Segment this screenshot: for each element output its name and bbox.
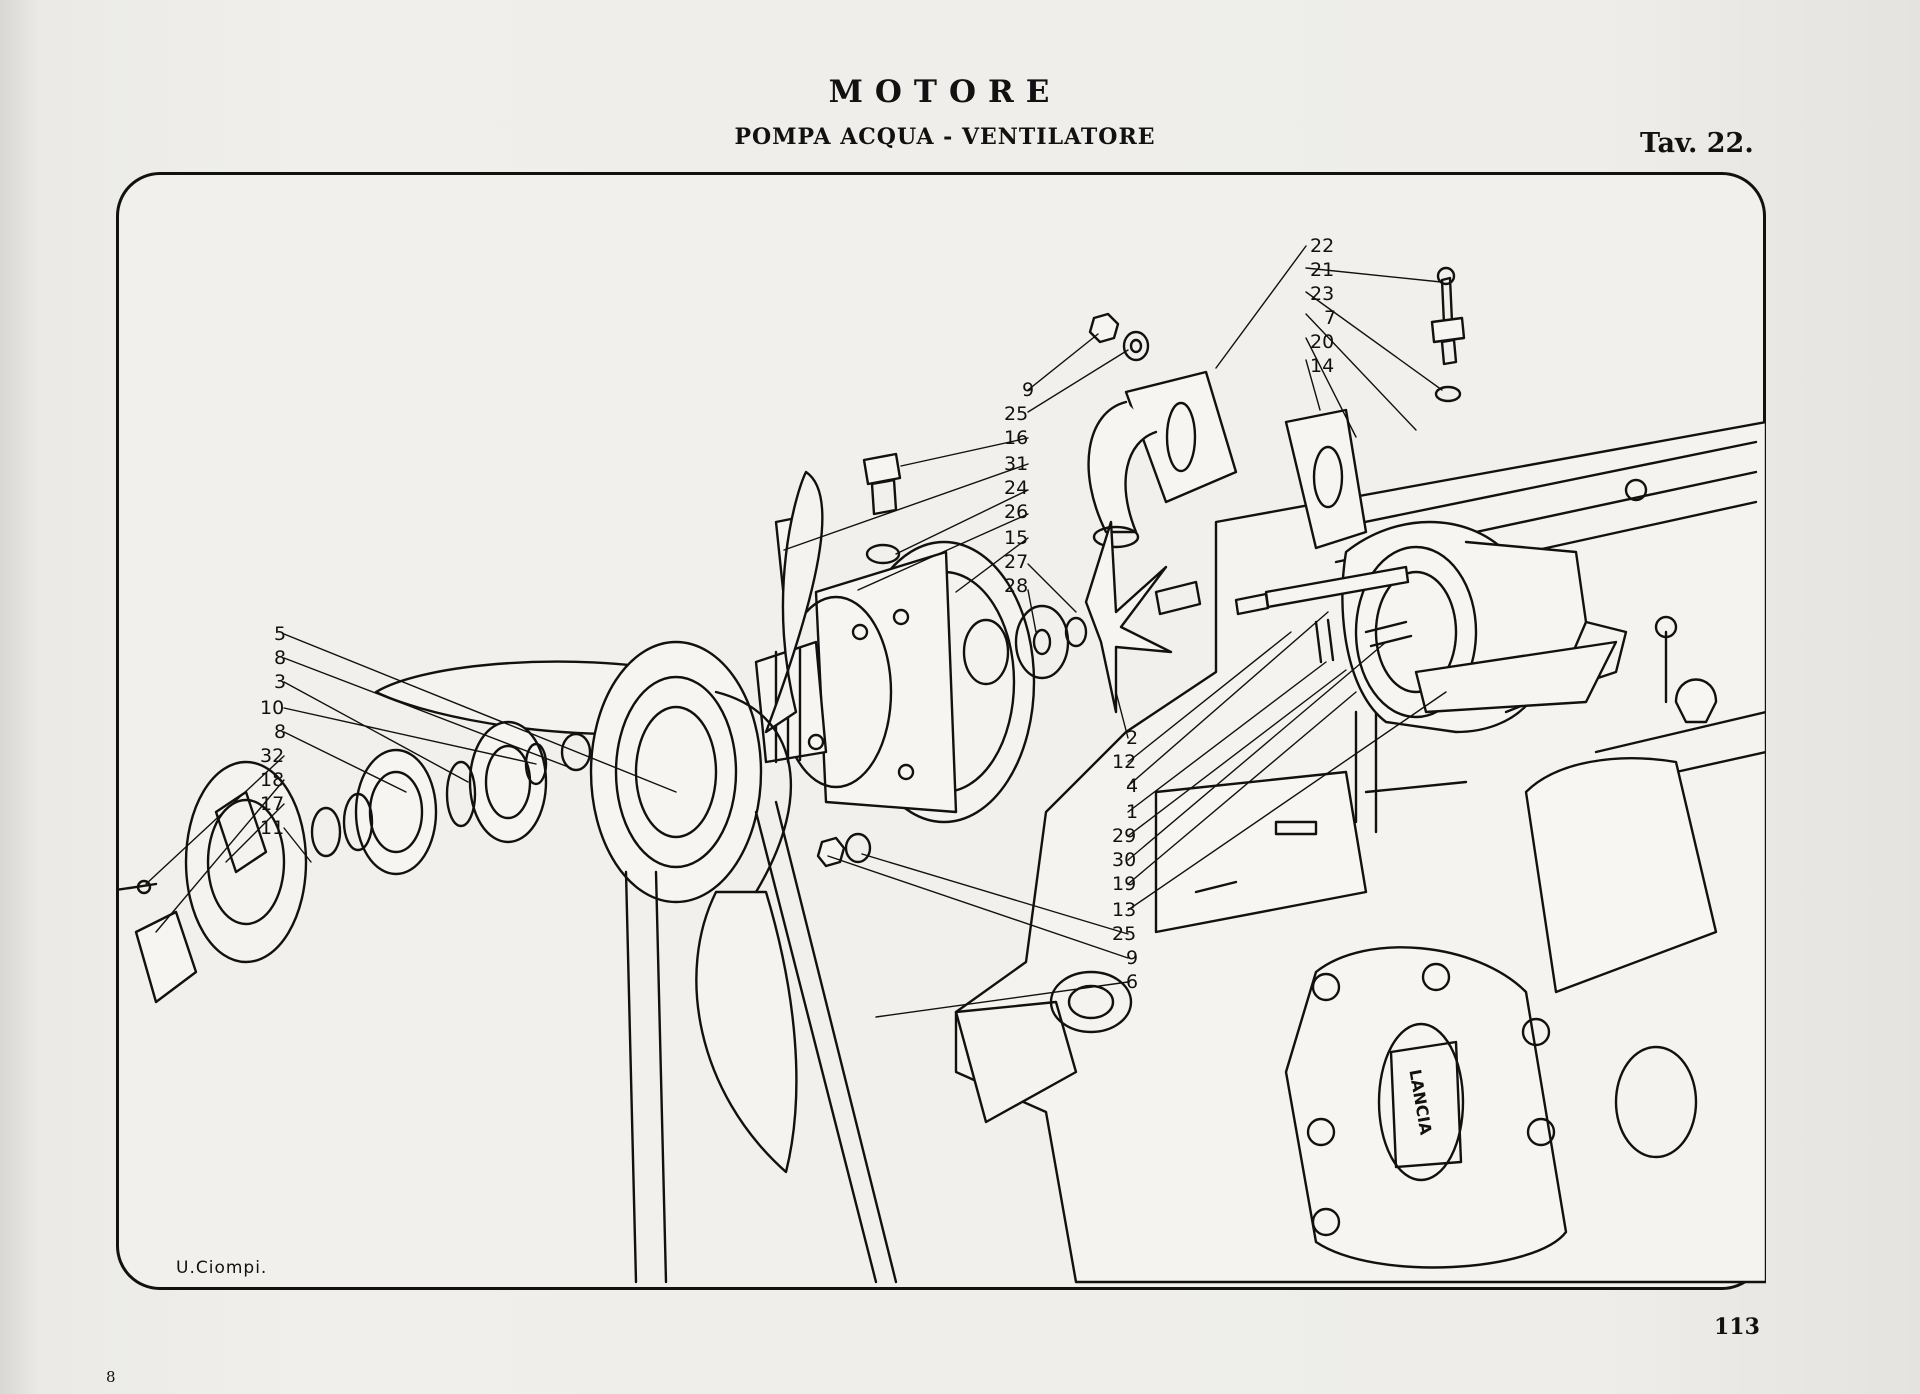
elbow-outlet (1087, 370, 1238, 549)
page-subtitle: POMPA ACQUA - VENTILATORE (734, 124, 1156, 150)
callout-31: 31 (1004, 453, 1028, 475)
page-number: 113 (1714, 1314, 1760, 1340)
callout-26: 26 (1004, 501, 1028, 523)
callout-24: 24 (1004, 477, 1028, 499)
leader-lines (145, 245, 1447, 1018)
callout-16: 16 (1004, 427, 1028, 449)
callout-30: 30 (1112, 849, 1136, 871)
callout-10: 10 (260, 697, 284, 719)
illustrator-signature: U.Ciompi. (176, 1258, 268, 1278)
callout-15: 15 (1004, 527, 1028, 549)
callout-12: 12 (1112, 751, 1136, 773)
callout-8b: 8 (274, 721, 286, 743)
callout-17: 17 (260, 793, 284, 815)
callout-9: 9 (1022, 379, 1034, 401)
callout-27: 27 (1004, 551, 1028, 573)
page-title: MOTORE (828, 74, 1062, 110)
callout-5: 5 (274, 623, 286, 645)
temperature-plug (1430, 266, 1466, 403)
callout-25: 25 (1004, 403, 1028, 425)
top-nut-washer (1088, 312, 1150, 362)
corner-mark: 8 (106, 1368, 116, 1386)
callout-29: 29 (1112, 825, 1136, 847)
drain-bolt (862, 452, 902, 565)
callout-25b: 25 (1112, 923, 1136, 945)
callout-6: 6 (1126, 971, 1138, 993)
callout-21: 21 (1310, 259, 1334, 281)
callout-1: 1 (1126, 801, 1138, 823)
callout-28: 28 (1004, 575, 1028, 597)
callout-8: 8 (274, 647, 286, 669)
callout-3: 3 (274, 671, 286, 693)
impeller (962, 520, 1202, 714)
callout-32: 32 (260, 745, 284, 767)
callout-7: 7 (1324, 307, 1336, 329)
callout-20: 20 (1310, 331, 1334, 353)
callout-23: 23 (1310, 283, 1334, 305)
bearing-stack (310, 720, 592, 876)
callout-13: 13 (1112, 899, 1136, 921)
pump-front-housing (754, 516, 1036, 824)
water-pump-body (1234, 408, 1628, 734)
callout-numbers: 22 21 23 7 20 14 9 25 16 31 24 26 15 27 … (260, 235, 1336, 993)
callout-11: 11 (260, 817, 284, 839)
callout-4: 4 (1126, 775, 1138, 797)
callout-22: 22 (1310, 235, 1334, 257)
drive-belt (624, 800, 898, 1284)
exploded-diagram: 22 21 23 7 20 14 9 25 16 31 24 26 15 27 … (116, 235, 1766, 1284)
callout-19: 19 (1112, 873, 1136, 895)
callout-2: 2 (1126, 727, 1138, 749)
callout-14: 14 (1310, 355, 1334, 377)
plate-number: Tav. 22. (1640, 128, 1754, 159)
cooling-fan (374, 470, 824, 1174)
callout-18: 18 (260, 769, 284, 791)
callout-9b: 9 (1126, 947, 1138, 969)
